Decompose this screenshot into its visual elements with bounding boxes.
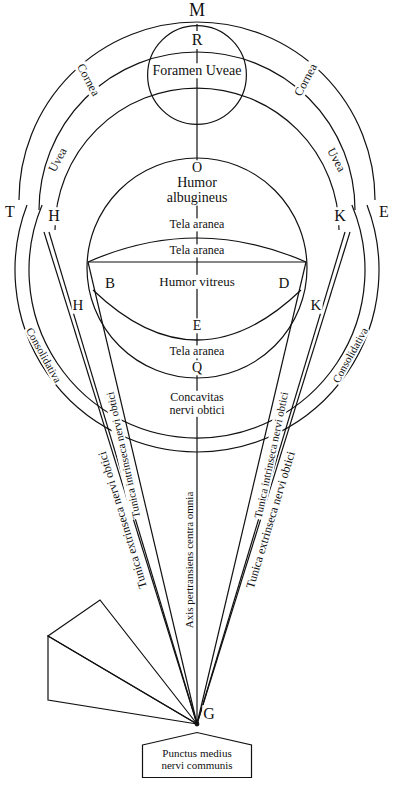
part-label: Concavitas nervi obtici [159, 391, 235, 417]
extrinsic-tunic-line [49, 232, 197, 724]
extrinsic-tunic-line [44, 232, 197, 724]
part-label: Uvea [46, 145, 70, 175]
extrinsic-tunic-line [197, 232, 350, 724]
part-label: H [47, 207, 61, 225]
circle-outline [148, 26, 247, 125]
node-text: R [191, 31, 204, 49]
extrinsic-tunic-line [197, 232, 345, 724]
part-label: T [4, 203, 16, 221]
part-label: D [278, 275, 291, 292]
part-label: Uvea [324, 145, 348, 175]
part-label: Axis pertransiens centra omnia [183, 491, 195, 630]
point-g [195, 722, 199, 726]
part-label: Cornea [292, 61, 321, 100]
part-label: Humor albugineus [157, 175, 237, 206]
part-label: K [310, 297, 323, 314]
part-label: E [378, 203, 390, 221]
pentagon-outline [143, 733, 252, 778]
part-label: E [192, 318, 203, 333]
visual-cone [48, 600, 197, 724]
part-label: H [72, 297, 85, 314]
part-label: G [202, 705, 216, 723]
part-label: Tela aranea [169, 345, 226, 358]
part-label: B [104, 275, 116, 292]
part-label: Consolidativa [23, 324, 64, 385]
intrinsic-tunic-line [197, 262, 306, 724]
part-label: Cornea [74, 61, 103, 100]
part-label: Consolidativa [329, 324, 370, 385]
part-label: Humor vitreus [158, 275, 235, 289]
node-text: Punctus medius nervi communis [160, 747, 234, 771]
part-label: Q [191, 360, 203, 375]
part-label: O [191, 160, 203, 175]
nerve-point-box: Punctus medius nervi communis [142, 732, 252, 778]
part-label: Tela aranea [169, 218, 226, 231]
part-label: K [333, 207, 347, 225]
part-label: Tela aranea [169, 244, 226, 257]
visual-cone [48, 636, 197, 724]
lens-circle: R [147, 25, 247, 125]
part-label: M [188, 1, 206, 21]
part-label: Foramen Uveae [151, 63, 242, 78]
